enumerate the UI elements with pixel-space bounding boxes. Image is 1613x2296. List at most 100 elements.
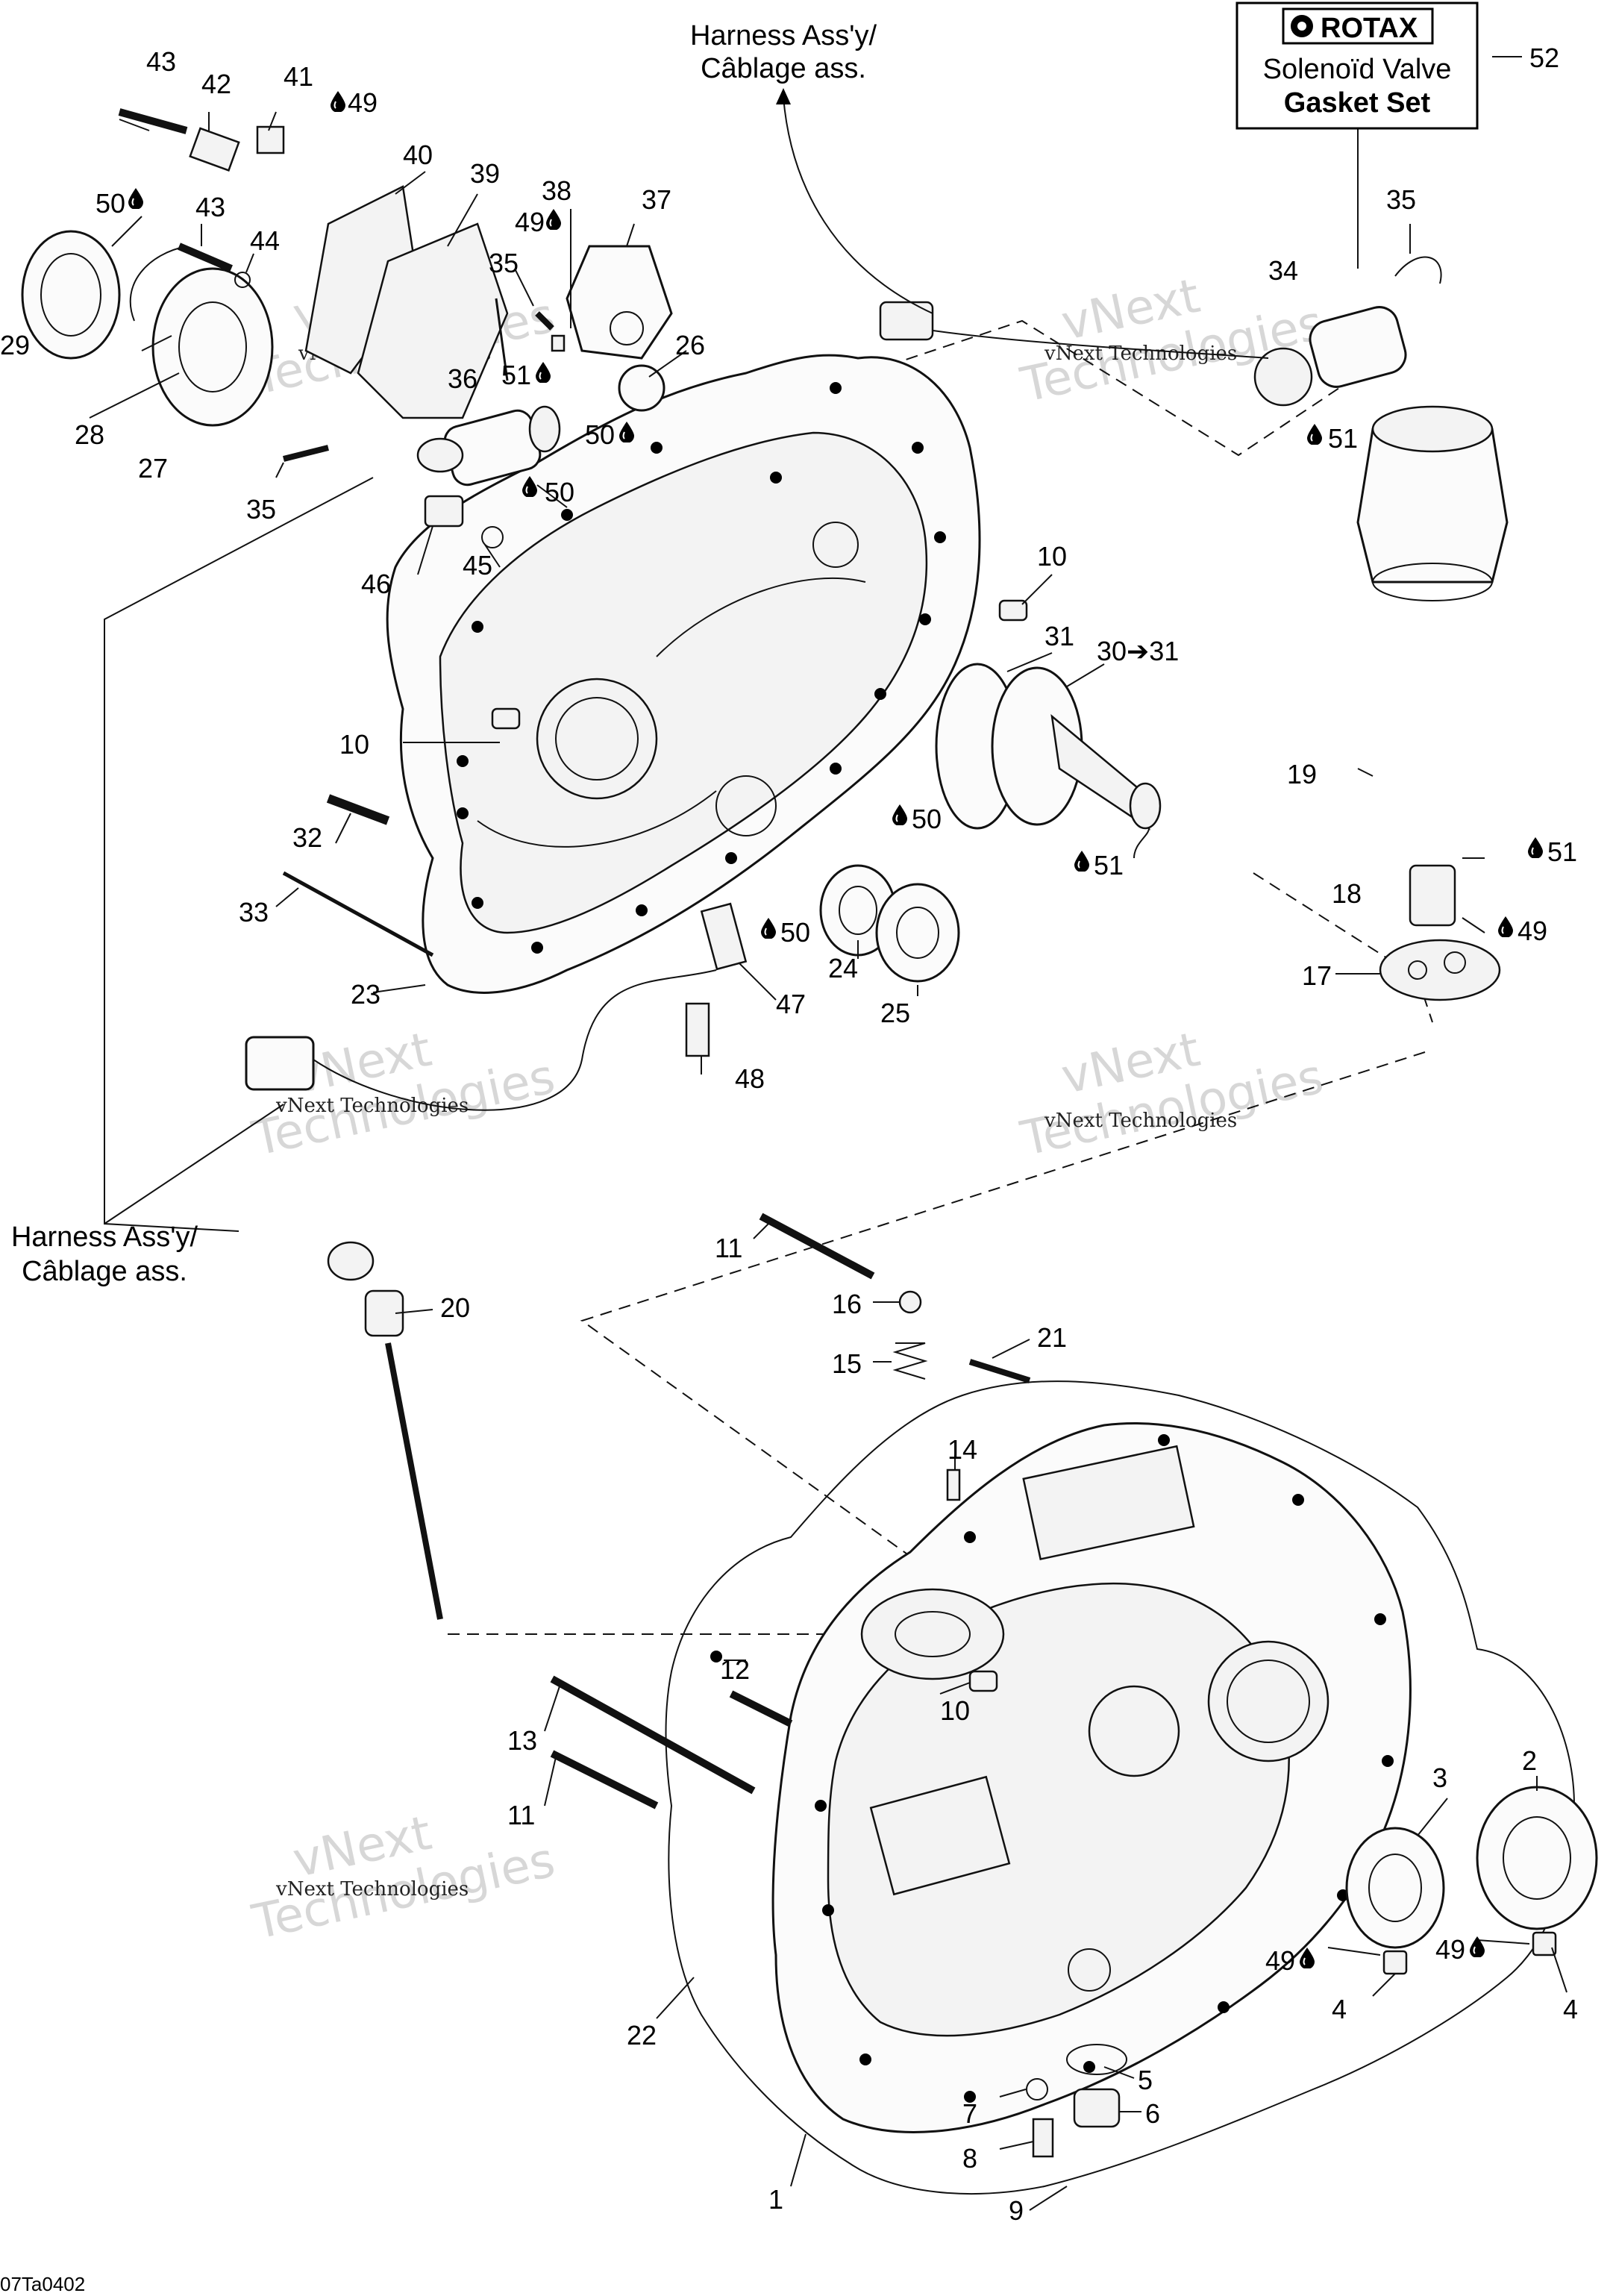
leader-lines bbox=[89, 56, 1567, 2211]
part-label-10: 10 bbox=[940, 1695, 970, 1726]
small-parts bbox=[21, 108, 1598, 2158]
fluid-callout-50: 50 bbox=[761, 917, 810, 948]
harness-note-left-line2: Câblage ass. bbox=[22, 1256, 187, 1287]
part-label-48: 48 bbox=[735, 1063, 765, 1094]
crankcase-cover bbox=[386, 354, 981, 994]
part-label-36: 36 bbox=[448, 363, 477, 394]
part-label-44: 44 bbox=[250, 225, 280, 256]
part-label-19: 19 bbox=[1287, 759, 1317, 789]
harness-note-top: Harness Ass'y/ Câblage ass. bbox=[690, 20, 877, 104]
harness-note-left-line1: Harness Ass'y/ bbox=[11, 1221, 198, 1253]
part-label-47: 47 bbox=[776, 989, 806, 1019]
part-label-42: 42 bbox=[201, 69, 231, 99]
part-label-43: 43 bbox=[195, 192, 225, 222]
part-label-35: 35 bbox=[489, 248, 519, 278]
part-label-39: 39 bbox=[470, 158, 500, 189]
part-label-13: 13 bbox=[507, 1725, 537, 1756]
drop-icon bbox=[1528, 837, 1543, 858]
part-label-10: 10 bbox=[1037, 541, 1067, 572]
drop-icon bbox=[128, 188, 143, 209]
svg-text:50: 50 bbox=[95, 188, 125, 219]
part-label-45: 45 bbox=[463, 550, 492, 581]
part-label-4: 4 bbox=[1563, 1994, 1578, 2024]
harness-note-top-line1: Harness Ass'y/ bbox=[690, 20, 877, 51]
svg-text:50: 50 bbox=[780, 917, 810, 948]
part-label-25: 25 bbox=[880, 998, 910, 1028]
fluid-callout-49: 49 bbox=[515, 207, 561, 237]
fluid-callout-49: 49 bbox=[331, 87, 378, 118]
part-labels: 43 42 41 40 39 38 37 43 44 35 26 36 29 2… bbox=[0, 46, 1578, 2226]
kit-subtitle: Gasket Set bbox=[1284, 87, 1431, 119]
fluid-callout-49: 49 bbox=[1435, 1934, 1485, 1965]
fluid-callout-49: 49 bbox=[1498, 916, 1547, 946]
svg-text:49: 49 bbox=[1518, 916, 1547, 946]
svg-text:51: 51 bbox=[1328, 423, 1358, 454]
part-label-41: 41 bbox=[284, 61, 313, 92]
drop-icon bbox=[546, 209, 561, 230]
part-label-3: 3 bbox=[1432, 1762, 1447, 1793]
fluid-callout-51: 51 bbox=[501, 360, 551, 390]
part-label-29: 29 bbox=[0, 330, 30, 360]
fluid-callout-51: 51 bbox=[1528, 836, 1577, 867]
part-label-38: 38 bbox=[542, 175, 571, 206]
watermark-caption: vNext Technologies bbox=[1044, 1110, 1237, 1132]
fluid-callout-50: 50 bbox=[585, 419, 634, 450]
fluid-callout-50: 50 bbox=[95, 188, 143, 219]
part-label-18: 18 bbox=[1332, 878, 1362, 909]
part-label-46: 46 bbox=[361, 569, 391, 599]
fluid-callout-51: 51 bbox=[1074, 850, 1124, 880]
part-label-17: 17 bbox=[1302, 960, 1332, 991]
svg-text:50: 50 bbox=[545, 477, 574, 507]
part-label-40: 40 bbox=[403, 140, 433, 170]
assembly-lines bbox=[104, 319, 1433, 1635]
drop-icon bbox=[1498, 916, 1513, 937]
part-label-30: 30➔31 bbox=[1097, 636, 1179, 666]
part-label-5: 5 bbox=[1138, 2065, 1153, 2095]
drop-icon bbox=[1307, 424, 1322, 445]
rotax-gear-icon bbox=[1291, 15, 1313, 37]
svg-text:50: 50 bbox=[912, 804, 942, 834]
svg-text:51: 51 bbox=[501, 360, 531, 390]
part-label-8: 8 bbox=[962, 2143, 977, 2174]
drop-icon bbox=[1470, 1936, 1485, 1957]
part-label-16: 16 bbox=[832, 1289, 862, 1319]
part-label-27: 27 bbox=[138, 453, 168, 484]
drop-icon bbox=[536, 362, 551, 383]
part-label-33: 33 bbox=[239, 897, 269, 928]
diagram-code: 07Ta0402 bbox=[0, 2273, 85, 2295]
part-label-11: 11 bbox=[715, 1233, 742, 1263]
part-label-26: 26 bbox=[675, 330, 705, 360]
svg-text:49: 49 bbox=[1435, 1934, 1465, 1965]
harness-note-top-line2: Câblage ass. bbox=[701, 53, 866, 84]
gasket-kit-box: ROTAX Solenoïd Valve Gasket Set bbox=[1235, 1, 1479, 130]
svg-text:49: 49 bbox=[348, 87, 378, 118]
part-label-23: 23 bbox=[351, 979, 380, 1010]
svg-text:50: 50 bbox=[585, 419, 615, 450]
part-label-6: 6 bbox=[1145, 2098, 1160, 2129]
drop-icon bbox=[331, 91, 345, 112]
part-label-31: 31 bbox=[1044, 621, 1074, 651]
part-label-24: 24 bbox=[828, 953, 858, 983]
part-label-1: 1 bbox=[768, 2184, 783, 2215]
fluid-callout-50: 50 bbox=[892, 804, 942, 834]
fluid-callouts: 49 50 49 51 50 50 51 50 bbox=[95, 87, 1577, 1976]
part-label-10: 10 bbox=[339, 729, 369, 760]
part-label-14: 14 bbox=[948, 1434, 977, 1465]
part-label-12: 12 bbox=[720, 1654, 750, 1685]
part-label-28: 28 bbox=[75, 419, 104, 450]
watermark-caption: vNext Technologies bbox=[275, 1878, 469, 1901]
part-label-4: 4 bbox=[1332, 1994, 1347, 2024]
svg-text:51: 51 bbox=[1094, 850, 1124, 880]
part-label-21: 21 bbox=[1037, 1322, 1067, 1353]
part-label-20: 20 bbox=[440, 1292, 470, 1323]
kit-title: Solenoïd Valve bbox=[1263, 54, 1452, 85]
fluid-callout-49: 49 bbox=[1265, 1945, 1315, 1976]
drop-icon bbox=[761, 918, 776, 939]
brand-logo-text: ROTAX bbox=[1321, 13, 1418, 44]
svg-text:49: 49 bbox=[515, 207, 545, 237]
drop-icon bbox=[892, 804, 907, 825]
part-label-2: 2 bbox=[1522, 1745, 1537, 1776]
svg-text:49: 49 bbox=[1265, 1945, 1295, 1976]
part-label-52: 52 bbox=[1529, 43, 1559, 73]
